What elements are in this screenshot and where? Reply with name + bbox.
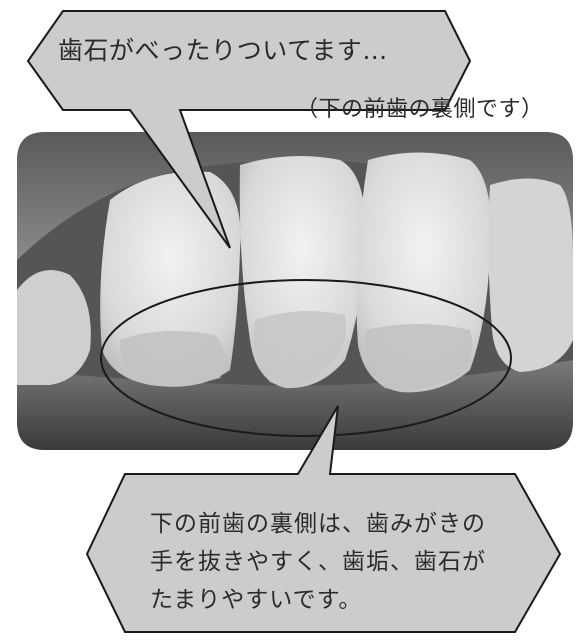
tartar-left — [119, 331, 225, 386]
callout-bottom-bubble — [85, 405, 562, 633]
tooth-far-right — [488, 178, 573, 372]
callout-bottom-line-1: 下の前歯の裏側は、歯みがきの — [150, 511, 486, 537]
tooth-left — [100, 171, 241, 387]
callout-top-bubble — [26, 10, 472, 249]
callout-bottom-line-3: たまりやすいです。 — [150, 587, 363, 613]
photo-caption: （下の前歯の裏側です） — [296, 97, 544, 122]
highlight-ellipse — [100, 279, 512, 437]
callout-bottom-line-2: 手を抜きやすく、歯垢、歯石が — [150, 549, 486, 575]
callout-top-text: 歯石がべったりついてます… — [58, 36, 388, 65]
callout-bottom-text: 下の前歯の裏側は、歯みがきの 手を抜きやすく、歯垢、歯石が たまりやすいです。 — [150, 505, 486, 619]
tartar-center — [254, 311, 346, 386]
tartar-right — [364, 324, 473, 390]
tooth-far-left — [17, 270, 91, 385]
